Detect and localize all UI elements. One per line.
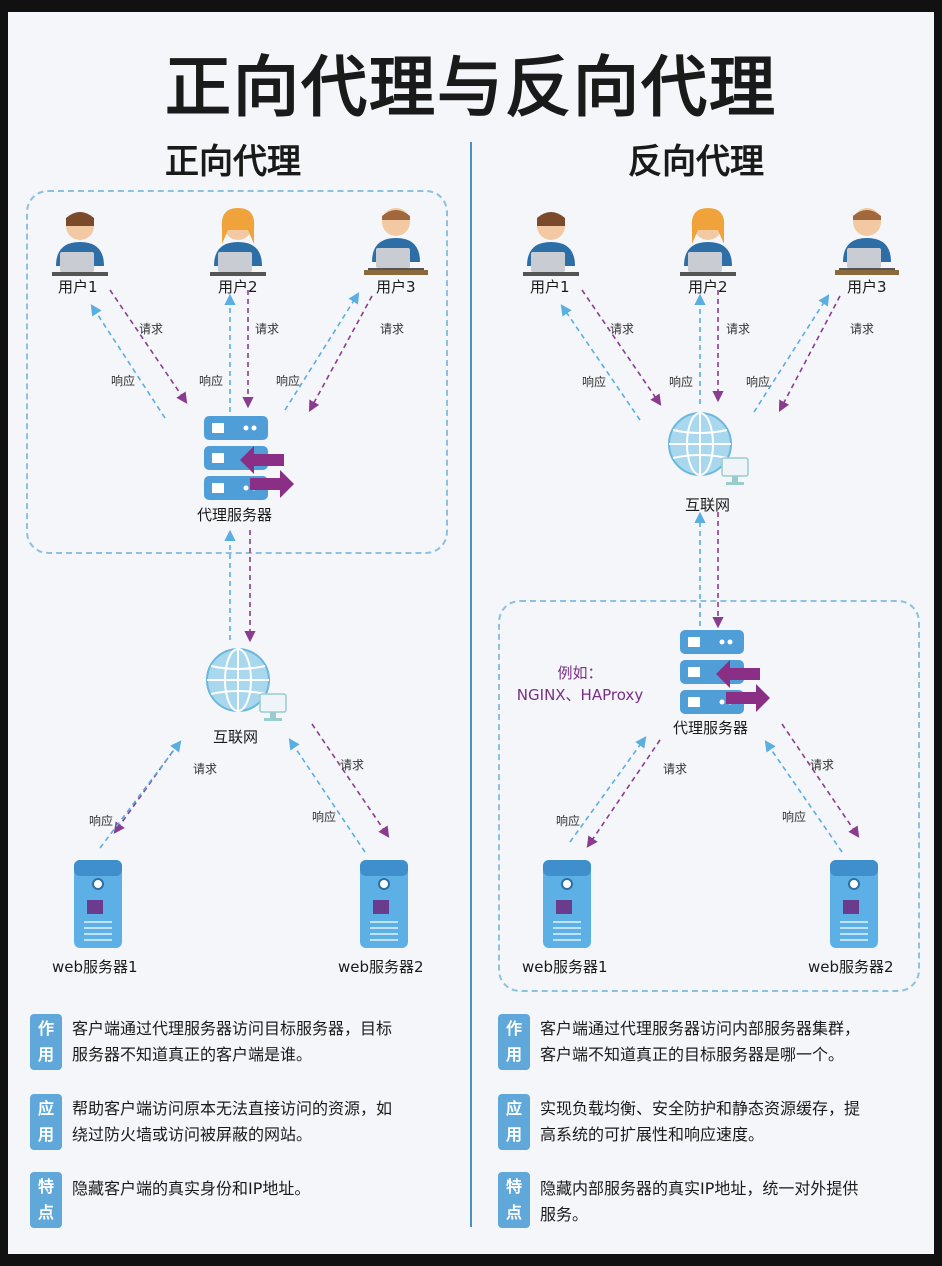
- reverse-request-label-3: 请求: [850, 322, 875, 336]
- reverse-heading: 反向代理: [628, 142, 764, 182]
- forward-heading: 正向代理: [165, 142, 301, 182]
- forward-web-server-1-label: web服务器1: [52, 958, 138, 976]
- rev-resp-server2: [764, 740, 843, 853]
- reverse-web-server-1-icon: [542, 859, 592, 949]
- forward-proxy-label: 代理服务器: [197, 506, 273, 524]
- forward-request-label-1: 请求: [139, 322, 164, 336]
- forward-note-application: 帮助客户端访问原本无法直接访问的资源，如绕过防火墙或访问被屏蔽的网站。: [72, 1099, 393, 1144]
- forward-internet-globe-icon: [206, 648, 287, 722]
- forward-note-tag-feature: 特点: [30, 1172, 62, 1228]
- forward-web-server-1-icon: [73, 859, 123, 949]
- rev-resp-server1: [569, 736, 647, 843]
- rev-req-server2: [781, 723, 860, 838]
- fwd-resp-server1: [99, 740, 182, 849]
- forward-request-label-3: 请求: [380, 322, 405, 336]
- reverse-note-purpose: 客户端通过代理服务器访问内部服务器集群，客户端不知道真正的目标服务器是哪一个。: [540, 1019, 861, 1064]
- rev-req-server1: [586, 739, 661, 848]
- reverse-response-label-5: 响应: [782, 810, 807, 824]
- forward-user-3-label: 用户3: [376, 278, 416, 296]
- forward-response-label-5: 响应: [312, 810, 337, 824]
- forward-note-feature: 隐藏客户端的真实身份和IP地址。: [72, 1179, 311, 1198]
- forward-request-label-5: 请求: [340, 758, 365, 772]
- forward-request-label-2: 请求: [255, 322, 280, 336]
- reverse-user-1-label: 用户1: [530, 278, 570, 296]
- reverse-web-server-1-label: web服务器1: [522, 958, 608, 976]
- reverse-note-application: 实现负载均衡、安全防护和静态资源缓存，提高系统的可扩展性和响应速度。: [540, 1099, 861, 1144]
- fwd-req-user3: [308, 295, 373, 412]
- fwd-req-server2: [311, 723, 390, 838]
- forward-response-label-2: 响应: [199, 374, 224, 388]
- reverse-proxy-server-icon: [680, 630, 770, 714]
- forward-client-group: [26, 190, 448, 554]
- reverse-response-label-1: 响应: [582, 375, 607, 389]
- forward-user-3-icon: [364, 208, 428, 275]
- reverse-note-tag-purpose: 作用: [498, 1014, 530, 1070]
- rev-req-user3: [778, 295, 841, 412]
- fwd-req-user1: [109, 289, 188, 404]
- forward-note-tag-purpose: 作用: [30, 1014, 62, 1070]
- rev-resp-user3: [753, 294, 830, 413]
- fwd-resp-server2: [288, 738, 366, 853]
- forward-internet-label: 互联网: [213, 728, 259, 746]
- reverse-note-feature: 隐藏内部服务器的真实IP地址，统一对外提供服务。: [540, 1179, 859, 1224]
- reverse-example-title: 例如：: [557, 664, 603, 682]
- forward-response-label-3: 响应: [276, 374, 301, 388]
- forward-note-purpose: 客户端通过代理服务器访问目标服务器，目标服务器不知道真正的客户端是谁。: [72, 1019, 393, 1064]
- reverse-note-tag-feature: 特点: [498, 1172, 530, 1228]
- reverse-response-label-4: 响应: [556, 814, 581, 828]
- reverse-web-server-2-icon: [829, 859, 879, 949]
- reverse-user-1-icon: [523, 212, 579, 276]
- fwd-req-server1: [113, 743, 179, 834]
- reverse-internet-globe-icon: [668, 412, 749, 486]
- reverse-response-label-2: 响应: [669, 375, 694, 389]
- fwd-resp-user1: [90, 304, 166, 419]
- center-divider: [470, 142, 472, 1227]
- reverse-user-2-label: 用户2: [688, 278, 728, 296]
- fwd-resp-user3: [284, 292, 360, 411]
- forward-user-2-label: 用户2: [218, 278, 258, 296]
- reverse-internet-label: 互联网: [685, 496, 731, 514]
- forward-web-server-2-icon: [359, 859, 409, 949]
- forward-user-2-icon: [210, 208, 266, 276]
- reverse-proxy-label: 代理服务器: [673, 719, 749, 737]
- reverse-user-3-label: 用户3: [847, 278, 887, 296]
- reverse-request-label-2: 请求: [726, 322, 751, 336]
- forward-user-1-label: 用户1: [58, 278, 98, 296]
- reverse-request-label-5: 请求: [810, 758, 835, 772]
- reverse-server-group: [498, 600, 920, 992]
- reverse-web-server-2-label: web服务器2: [808, 958, 894, 976]
- reverse-user-3-icon: [835, 208, 899, 275]
- forward-web-server-2-label: web服务器2: [338, 958, 424, 976]
- reverse-user-2-icon: [680, 208, 736, 276]
- forward-response-label-4: 响应: [89, 814, 114, 828]
- reverse-request-label-4: 请求: [663, 762, 688, 776]
- forward-response-label-1: 响应: [111, 374, 136, 388]
- reverse-example-items: NGINX、HAProxy: [516, 686, 644, 704]
- main-title: 正向代理与反向代理: [165, 49, 777, 126]
- forward-request-label-4: 请求: [193, 762, 218, 776]
- forward-note-tag-application: 应用: [30, 1094, 62, 1150]
- reverse-response-label-3: 响应: [746, 375, 771, 389]
- forward-user-1-icon: [52, 212, 108, 276]
- forward-proxy-server-icon: [204, 416, 294, 500]
- reverse-note-tag-application: 应用: [498, 1094, 530, 1150]
- reverse-request-label-1: 请求: [610, 322, 635, 336]
